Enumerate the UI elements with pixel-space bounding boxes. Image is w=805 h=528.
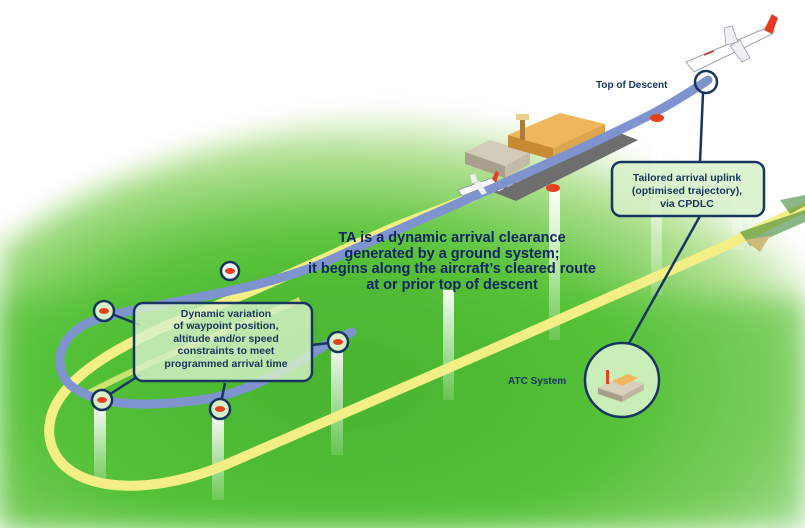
uplink-line [698, 92, 705, 163]
uplink-label: Tailored arrival uplink (optimised traje… [631, 172, 743, 211]
ground-base [0, 300, 805, 528]
main-caption: TA is a dynamic arrival clearance genera… [308, 230, 596, 293]
waypoint-marker-icon [225, 268, 235, 274]
airliner-shadow-icon [740, 195, 805, 252]
uplink-box [610, 160, 766, 218]
atc-building-icon [598, 370, 644, 402]
altitude-post [331, 345, 343, 455]
waypoint-marker-icon [546, 184, 560, 192]
dynamic-variation-label: Dynamic variation of waypoint position, … [164, 308, 288, 370]
altitude-post [443, 290, 454, 400]
airliner-icon [685, 14, 778, 73]
dynamic-variation-box [132, 301, 314, 383]
waypoint-marker-icon [333, 339, 343, 345]
waypoint-marker-icon [650, 114, 664, 122]
waypoint-marker-icon [99, 308, 109, 314]
airliner-landing-icon [457, 171, 499, 197]
waypoint-marker-icon [215, 406, 225, 412]
altitude-post [549, 190, 560, 340]
top-of-descent-ring [693, 69, 719, 95]
altitude-post [94, 405, 106, 485]
altitude-post [212, 415, 224, 500]
top-of-descent-label: Top of Descent [596, 80, 668, 91]
waypoint-marker-icon [97, 397, 107, 403]
atc-system-label: ATC System [508, 376, 567, 387]
callout-waypoints [90, 299, 350, 421]
atc-link-line [626, 215, 702, 346]
